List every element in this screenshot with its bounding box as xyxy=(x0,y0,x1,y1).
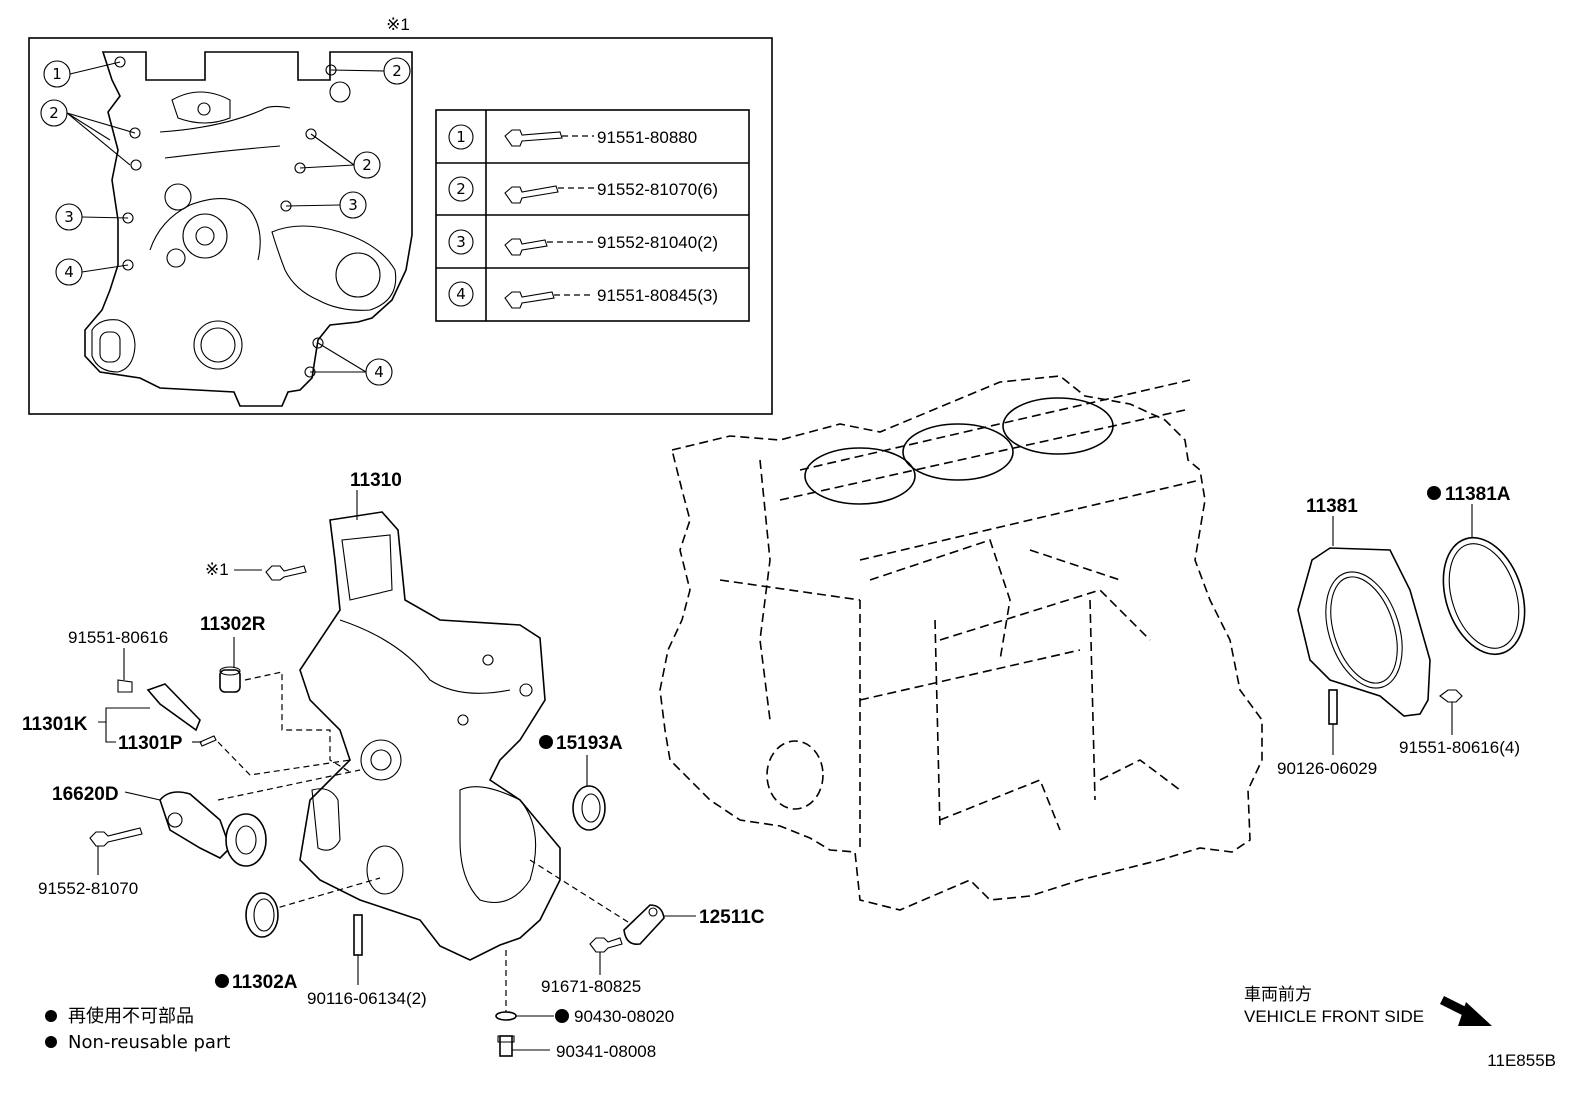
label-15193A: 15193A xyxy=(556,733,623,754)
bolt-part-2: 91552-81070(6) xyxy=(597,180,718,199)
label-12511C: 12511C xyxy=(699,907,765,928)
inset-callout-1: 1 xyxy=(43,60,71,88)
figure-code: 11E855B xyxy=(1487,1051,1556,1070)
label-90430-08020: 90430-08020 xyxy=(574,1007,674,1026)
svg-text:2: 2 xyxy=(392,62,402,80)
non-reusable-dot xyxy=(215,974,229,988)
svg-text:2: 2 xyxy=(456,180,466,198)
part-tensioner-16620D xyxy=(89,791,267,867)
svg-text:4: 4 xyxy=(374,363,384,381)
part-bolt-marker xyxy=(265,565,307,581)
part-sensor-11301K xyxy=(117,679,217,747)
label-90430-group: 90430-08020 xyxy=(555,1007,674,1026)
label-11381: 11381 xyxy=(1306,496,1358,517)
bolt-table-row-2: 2 91552-81070(6) xyxy=(448,176,718,204)
inset-timing-cover-drawing xyxy=(84,51,413,407)
bolt-part-1: 91551-80880 xyxy=(597,128,697,147)
part-seal-11381A xyxy=(1442,536,1526,656)
svg-text:3: 3 xyxy=(64,208,74,226)
label-91551-80616-4: 91551-80616(4) xyxy=(1399,738,1520,757)
inset-callout-2c: 2 xyxy=(353,151,381,179)
part-seal-15193A xyxy=(572,785,606,831)
part-labels: 11310 ※1 11302R 91551-80616 11301K 11301… xyxy=(22,470,1520,1061)
part-washer-90430 xyxy=(495,1011,517,1021)
direction-en: VEHICLE FRONT SIDE xyxy=(1244,1007,1424,1026)
svg-text:4: 4 xyxy=(64,263,74,281)
bolt-table: 1 91551-80880 2 91552-81070(6) 3 91552-8… xyxy=(435,109,750,322)
svg-text:3: 3 xyxy=(348,196,358,214)
label-11381A: 11381A xyxy=(1445,484,1511,505)
label-11301K: 11301K xyxy=(22,714,88,735)
label-11301P: 11301P xyxy=(118,733,183,754)
label-marker-bolt: ※1 xyxy=(205,560,229,579)
label-leaders xyxy=(97,490,1473,1051)
bolt-table-row-1: 1 91551-80880 xyxy=(448,124,697,150)
legend-en: Non-reusable part xyxy=(68,1032,230,1053)
assembly-leaders xyxy=(217,671,629,1012)
timing-cover-drawing xyxy=(299,511,561,961)
bolt-part-3: 91552-81040(2) xyxy=(597,233,718,252)
non-reusable-dot xyxy=(1427,486,1441,500)
label-11302A-group: 11302A xyxy=(215,972,298,993)
cylinder-block-drawing xyxy=(659,375,1263,911)
label-91552-81070: 91552-81070 xyxy=(38,879,138,898)
legend-dot-en xyxy=(45,1036,57,1048)
part-retainer-11381 xyxy=(1297,547,1431,717)
legend-jp: 再使用不可部品 xyxy=(68,1006,194,1027)
label-91551-80616: 91551-80616 xyxy=(68,628,168,647)
direction-jp: 車両前方 xyxy=(1244,985,1312,1004)
inset-callout-4a: 4 xyxy=(55,258,83,286)
inset-panel: ※1 xyxy=(28,15,773,415)
vehicle-front-indicator: 車両前方 VEHICLE FRONT SIDE xyxy=(1244,985,1492,1026)
label-90116-06134: 90116-06134(2) xyxy=(307,989,427,1008)
part-stud-90116 xyxy=(353,914,363,956)
label-90126-06029: 90126-06029 xyxy=(1277,759,1377,778)
svg-text:3: 3 xyxy=(456,233,466,251)
part-bolt-90341 xyxy=(497,1035,515,1057)
label-11302A: 11302A xyxy=(232,972,298,993)
part-11302R-plug xyxy=(219,666,241,693)
bolt-table-row-4: 4 91551-80845(3) xyxy=(448,281,718,309)
part-stud-90126 xyxy=(1328,689,1338,725)
label-90341-08008: 90341-08008 xyxy=(556,1042,656,1061)
label-91671-80825: 91671-80825 xyxy=(541,977,641,996)
inset-callout-2b: 2 xyxy=(383,57,411,85)
svg-text:2: 2 xyxy=(49,104,59,122)
part-cap-12511C xyxy=(623,904,665,946)
part-bolt-91551-rear xyxy=(1439,689,1463,703)
front-arrow-icon xyxy=(1439,995,1492,1026)
svg-text:2: 2 xyxy=(362,156,372,174)
inset-callout-3a: 3 xyxy=(55,203,83,231)
bolt-table-row-3: 3 91552-81040(2) xyxy=(448,229,718,256)
non-reusable-dot xyxy=(539,735,553,749)
legend-dot-jp xyxy=(45,1010,57,1022)
legend: 再使用不可部品 Non-reusable part xyxy=(45,1006,230,1053)
svg-text:1: 1 xyxy=(52,65,62,83)
label-11381A-group: 11381A xyxy=(1427,484,1511,505)
inset-callout-leaders xyxy=(66,61,385,373)
label-11302R: 11302R xyxy=(200,614,266,635)
svg-text:4: 4 xyxy=(456,285,466,303)
label-15193A-group: 15193A xyxy=(539,733,623,754)
inset-callout-4b: 4 xyxy=(365,358,393,386)
bolt-part-4: 91551-80845(3) xyxy=(597,286,718,305)
svg-text:1: 1 xyxy=(456,128,466,146)
part-bolt-91671 xyxy=(589,937,623,953)
part-seal-11302A xyxy=(245,892,279,938)
label-11310: 11310 xyxy=(350,470,402,491)
inset-marker: ※1 xyxy=(386,15,410,34)
inset-callout-3b: 3 xyxy=(339,191,367,219)
inset-callout-2a: 2 xyxy=(40,99,68,127)
label-16620D: 16620D xyxy=(52,784,119,805)
non-reusable-dot xyxy=(555,1009,569,1023)
